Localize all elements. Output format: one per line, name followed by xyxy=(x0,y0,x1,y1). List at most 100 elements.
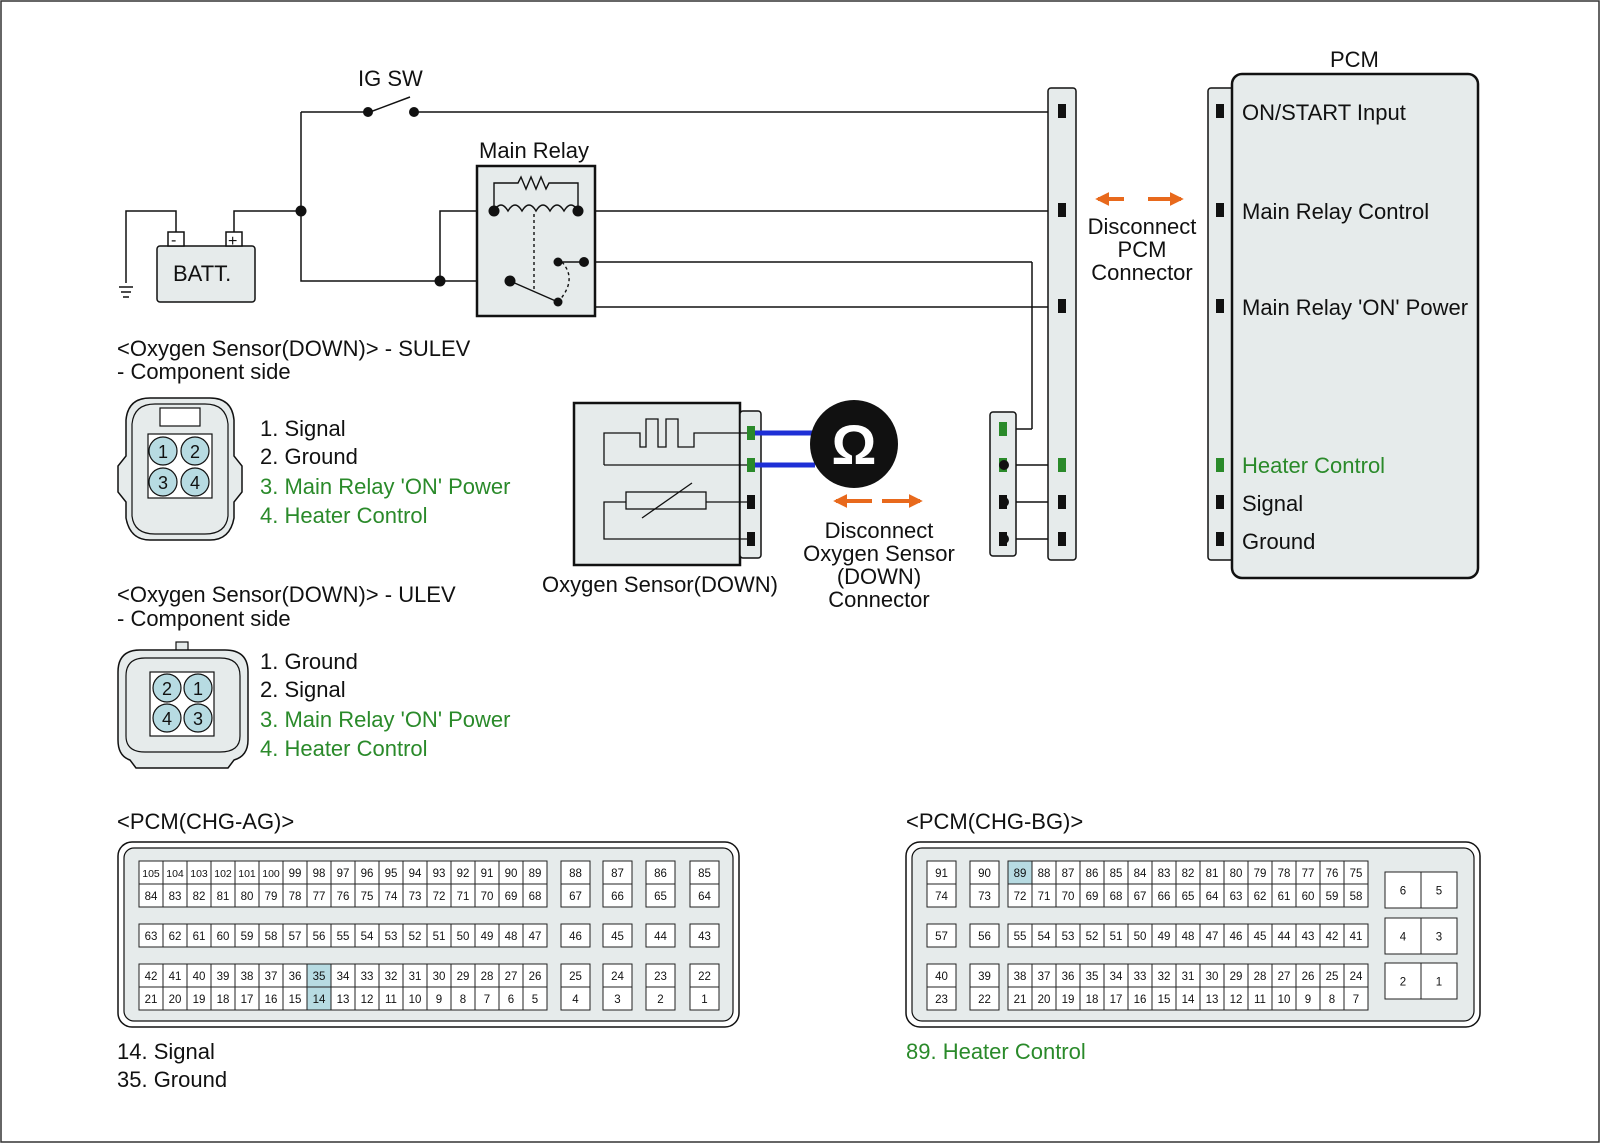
pin-number: 51 xyxy=(1110,931,1123,943)
pin-cell xyxy=(1384,917,1422,955)
pin-number: 10 xyxy=(409,994,422,1006)
pin-number: 83 xyxy=(169,891,182,903)
pin-number: 18 xyxy=(217,994,230,1006)
pin-number: 43 xyxy=(698,931,711,943)
pin-number: 72 xyxy=(433,891,446,903)
pin-number: 50 xyxy=(1134,931,1147,943)
ulev-pin-num: 4 xyxy=(162,709,172,729)
pin-number: 12 xyxy=(1230,994,1243,1006)
pin-number: 45 xyxy=(611,931,624,943)
pin-number: 48 xyxy=(505,931,518,943)
pcm-ag-note-2: 35. Ground xyxy=(117,1067,227,1092)
sulev-subtitle: - Component side xyxy=(117,359,291,384)
pin-number: 28 xyxy=(1254,971,1267,983)
pin-number: 78 xyxy=(289,891,302,903)
disconnect-pcm-line2: PCM xyxy=(1118,237,1167,262)
pin-number: 32 xyxy=(385,971,398,983)
ohm-meter-icon xyxy=(810,400,898,488)
pin-number: 35 xyxy=(1086,971,1099,983)
pin-number: 105 xyxy=(142,868,160,880)
pin-number: 85 xyxy=(698,868,711,880)
sulev-pin-num: 3 xyxy=(158,473,168,493)
pin-number: 100 xyxy=(262,868,280,880)
pin-number: 44 xyxy=(654,931,667,943)
pin-number: 21 xyxy=(145,994,158,1006)
pin-number: 40 xyxy=(935,971,948,983)
pin-number: 45 xyxy=(1254,931,1267,943)
pin-number: 59 xyxy=(241,931,254,943)
disconnect-sensor-line4: Connector xyxy=(828,587,930,612)
pin-cell xyxy=(1343,883,1369,908)
pin-number: 13 xyxy=(1206,994,1219,1006)
pin-number: 46 xyxy=(569,931,582,943)
battery-plus: + xyxy=(228,233,237,250)
pin-number: 15 xyxy=(1158,994,1171,1006)
pin-number: 27 xyxy=(1278,971,1291,983)
pin-number: 9 xyxy=(1305,994,1311,1006)
pin-number: 56 xyxy=(978,931,991,943)
pin-number: 80 xyxy=(241,891,254,903)
sulev-connector: 1 2 3 4 xyxy=(117,397,243,541)
battery: - + BATT. xyxy=(156,231,256,303)
pin-number: 36 xyxy=(289,971,302,983)
pin-number: 84 xyxy=(1134,868,1147,880)
disconnect-pcm-line3: Connector xyxy=(1091,260,1193,285)
pin-number: 31 xyxy=(409,971,422,983)
sulev-title: <Oxygen Sensor(DOWN)> - SULEV xyxy=(117,336,471,361)
battery-label: BATT. xyxy=(173,261,231,286)
pin-number: 93 xyxy=(433,868,446,880)
pin-number: 82 xyxy=(1182,868,1195,880)
pcm-pin-on-start: ON/START Input xyxy=(1242,100,1406,125)
pin-number: 14 xyxy=(313,994,326,1006)
pin-number: 35 xyxy=(313,971,326,983)
pin-number: 26 xyxy=(529,971,542,983)
pin-number: 103 xyxy=(190,868,208,880)
pin-cell xyxy=(926,986,957,1011)
pin-number: 22 xyxy=(698,971,711,983)
pin-number: 57 xyxy=(289,931,302,943)
pin-number: 67 xyxy=(569,891,582,903)
pin-number: 69 xyxy=(505,891,518,903)
pin-number: 6 xyxy=(508,994,514,1006)
ohm-meter-symbol: Ω xyxy=(832,413,877,476)
pin-number: 75 xyxy=(361,891,374,903)
pin-cell xyxy=(1343,986,1369,1011)
pin-number: 20 xyxy=(1038,994,1051,1006)
pin-number: 23 xyxy=(935,994,948,1006)
pin-number: 92 xyxy=(457,868,470,880)
pin-number: 30 xyxy=(433,971,446,983)
disconnect-pcm-line1: Disconnect xyxy=(1088,214,1197,239)
pin-cell xyxy=(602,883,633,908)
pin-number: 63 xyxy=(145,931,158,943)
pin-cell xyxy=(645,883,676,908)
pin-number: 7 xyxy=(484,994,490,1006)
pin-number: 53 xyxy=(1062,931,1075,943)
ulev-pin-num: 3 xyxy=(193,709,203,729)
pin-number: 80 xyxy=(1230,868,1243,880)
pin-number: 88 xyxy=(1038,868,1051,880)
pin-number: 4 xyxy=(1400,932,1407,944)
pin-number: 53 xyxy=(385,931,398,943)
disconnect-sensor-line2: Oxygen Sensor xyxy=(803,541,955,566)
main-relay xyxy=(475,164,597,318)
pin-number: 6 xyxy=(1400,886,1406,898)
pcm-module xyxy=(1207,72,1480,580)
pin-number: 89 xyxy=(1014,868,1027,880)
pin-number: 69 xyxy=(1086,891,1099,903)
ulev-pin-3: 3. Main Relay 'ON' Power xyxy=(260,707,511,732)
pin-cell xyxy=(1384,962,1422,1000)
sulev-pin-num: 4 xyxy=(190,473,200,493)
pin-number: 77 xyxy=(1302,868,1315,880)
pin-number: 23 xyxy=(654,971,667,983)
pin-cell xyxy=(689,883,720,908)
pin-number: 41 xyxy=(1350,931,1363,943)
pin-number: 90 xyxy=(505,868,518,880)
pin-cell xyxy=(560,986,591,1011)
pin-number: 19 xyxy=(1062,994,1075,1006)
pin-number: 18 xyxy=(1086,994,1099,1006)
pin-cell xyxy=(969,986,1000,1011)
pin-number: 24 xyxy=(1350,971,1363,983)
pin-number: 70 xyxy=(1062,891,1075,903)
pin-cell xyxy=(1420,917,1458,955)
